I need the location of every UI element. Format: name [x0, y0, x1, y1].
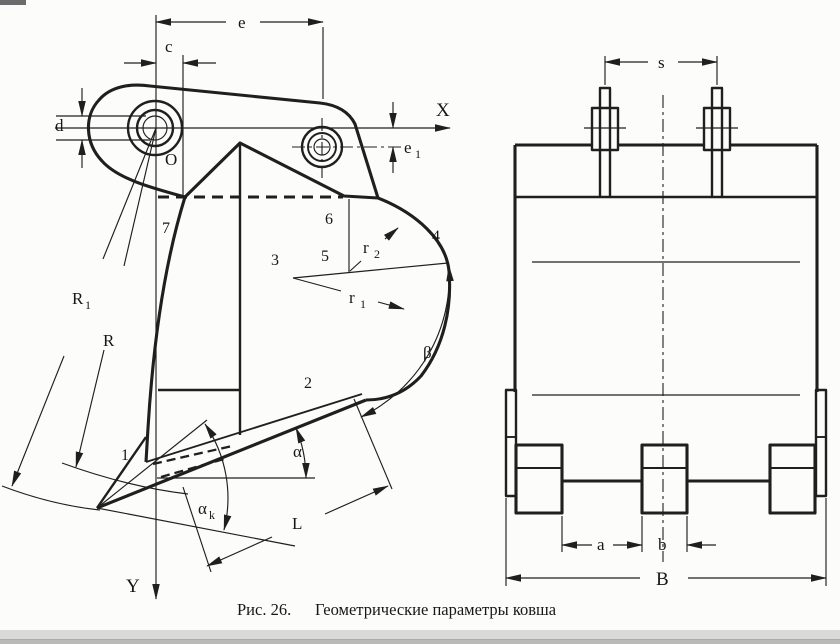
dim-e1: e 1: [389, 102, 421, 173]
hinge-lug-left: [584, 86, 626, 199]
point-7: 7: [162, 220, 170, 237]
dim-e1-label: e: [404, 138, 412, 157]
r2-leader: [349, 227, 399, 272]
beta-angle-arc: [360, 265, 454, 418]
beta-label: β: [423, 343, 432, 362]
dim-B-label: B: [656, 569, 669, 590]
alpha-label: α: [293, 442, 302, 461]
pivot-hole-left-inner: [142, 115, 168, 141]
origin-label: O: [165, 150, 177, 169]
tooth-front-edge: [96, 436, 147, 509]
dim-L: L: [182, 398, 393, 573]
tooth-hidden-edge-2: [160, 457, 225, 479]
radius-R-swing-arc: [61, 462, 189, 495]
hinge-bracket-outline: [86, 83, 380, 199]
dim-a-label: a: [597, 535, 605, 554]
dim-c: c: [124, 37, 216, 196]
lug-left-plate: [598, 86, 612, 199]
alpha-angle-arc: [295, 427, 310, 479]
cutting-edge-top: [145, 393, 363, 463]
point-4: 4: [432, 228, 440, 245]
side-flange-left: [504, 388, 518, 498]
dim-b: b: [658, 516, 716, 554]
x-axis-label: X: [436, 100, 450, 121]
r1-sub: 1: [360, 297, 366, 311]
alpha-k-sub: k: [209, 508, 215, 522]
figure-number: Рис. 26.: [237, 600, 291, 619]
dim-e: e: [155, 13, 324, 99]
dim-s-label: s: [658, 53, 665, 72]
point-2: 2: [304, 375, 312, 392]
hinge-lug-right: [696, 86, 738, 199]
dim-d-label: d: [55, 116, 64, 135]
lug-right-collar: [702, 106, 732, 152]
point-5: 5: [321, 248, 329, 265]
point-6: 6: [325, 211, 333, 228]
scan-artifact-top-left: [0, 0, 26, 5]
scan-edge-bottom: [0, 639, 840, 644]
dim-e-label: e: [238, 13, 246, 32]
pivot-hole-left-middle: [135, 108, 175, 148]
point-3: 3: [271, 252, 279, 269]
radius-R-leader: [75, 127, 157, 468]
side-view: X Y O: [1, 13, 454, 600]
front-view: s a b B: [504, 53, 828, 590]
radius-R1-sub: 1: [85, 298, 91, 312]
bucket-front-wall: [144, 196, 187, 463]
point-1: 1: [121, 447, 129, 464]
cutting-edge-bottom: [96, 398, 367, 510]
tooth-right: [768, 443, 817, 515]
lug-left-collar: [590, 106, 620, 152]
dim-b-label: b: [658, 535, 667, 554]
tooth-left: [514, 443, 564, 515]
pivot-hole-right: [292, 118, 403, 178]
radius-R1-swing-arc: [1, 485, 101, 511]
side-flange-right: [814, 388, 828, 498]
r2-sub: 2: [374, 247, 380, 261]
figure-caption: Рис. 26. Геометрические параметры ковша: [237, 600, 557, 619]
bucket-front-outline: [513, 143, 819, 396]
figure-title: Геометрические параметры ковша: [315, 600, 557, 619]
dim-d: d: [55, 88, 150, 168]
alpha-k-angle-arc: [204, 423, 232, 531]
tooth-middle: [640, 443, 689, 515]
radius-R-label: R: [103, 331, 115, 350]
r1-label: r: [349, 288, 355, 307]
dim-e1-sub: 1: [415, 147, 421, 161]
dim-L-label: L: [292, 514, 302, 533]
dim-L-ext-right: [353, 398, 393, 490]
r2-label: r: [363, 238, 369, 257]
dim-s: s: [604, 53, 718, 85]
scan-shadow-bottom: [0, 630, 840, 640]
pivot-hole-left-outer: [126, 99, 184, 157]
dim-c-label: c: [165, 37, 173, 56]
r1-radius-line: [292, 262, 449, 279]
pivot-hole-left: [126, 99, 184, 157]
lug-right-plate: [710, 86, 724, 199]
radius-R1-leader: [11, 127, 157, 487]
alpha-k-upper-side: [96, 419, 208, 509]
dim-a: a: [561, 516, 643, 554]
dim-B: B: [505, 498, 827, 590]
alpha-k-label: α: [198, 499, 207, 518]
y-axis-label: Y: [126, 576, 140, 597]
radius-R1-label: R: [72, 289, 84, 308]
bucket-top-edge: [183, 141, 379, 200]
